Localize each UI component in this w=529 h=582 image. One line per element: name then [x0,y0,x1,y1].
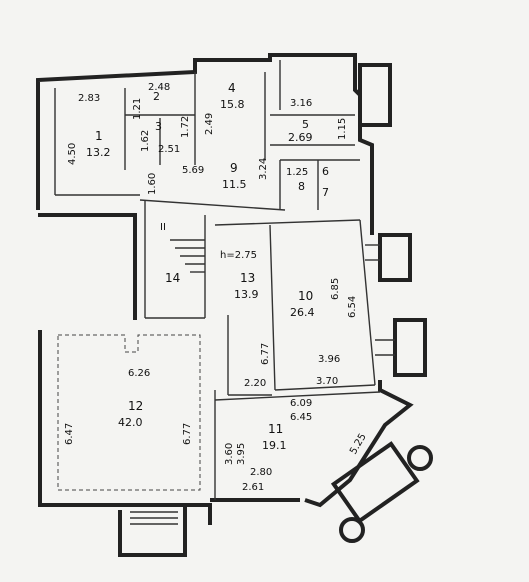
room-number-4: 4 [228,81,236,95]
room-area-12: 42.0 [118,416,143,429]
dim-2-83: 2.83 [78,93,100,104]
dim-1-25: 1.25 [286,167,308,178]
dim-6-77-room12: 6.77 [182,423,193,445]
dimension-labels: 2.83 2.48 2.51 3.16 5.69 1.25 h=2.75 3.9… [78,82,340,493]
room-number-12: 12 [128,399,143,413]
dimension-labels-vertical: 1.21 4.50 1.62 1.72 2.49 1.15 3.24 1.60 … [64,98,369,465]
stairs [170,239,205,273]
dim-1-60: 1.60 [147,173,158,195]
dim-3-95: 3.95 [236,443,247,465]
dim-5-69: 5.69 [182,165,204,176]
room-area-13: 13.9 [234,288,259,301]
room-number-3: 3 [155,120,162,133]
room-number-11: 11 [268,422,283,436]
dim-3-96: 3.96 [318,354,340,365]
dim-2-49: 2.49 [204,113,215,135]
dim-h-2-75: h=2.75 [220,250,257,261]
room-number-7: 7 [322,186,329,199]
dim-1-15: 1.15 [337,118,348,140]
dim-3-24: 3.24 [258,158,269,180]
room-12-outline [57,334,201,491]
dim-6-45: 6.45 [290,412,312,423]
outer-walls [36,53,414,557]
porches [330,63,433,543]
room-number-14: 14 [165,271,180,285]
dim-1-62: 1.62 [140,130,151,152]
dim-6-09: 6.09 [290,398,312,409]
room-area-9: 11.5 [222,178,247,191]
entrance-steps [130,511,178,525]
room-area-5: 2.69 [288,131,313,144]
room-number-2: 2 [153,90,160,103]
dim-6-54: 6.54 [347,296,358,318]
room-number-5: 5 [302,118,309,131]
dim-2-51: 2.51 [158,144,180,155]
dim-6-77-room13: 6.77 [260,343,271,365]
dim-3-60: 3.60 [224,443,235,465]
room-number-8: 8 [298,180,305,193]
room-area-10: 26.4 [290,306,315,319]
room-number-13: 13 [240,271,255,285]
room-number-6: 6 [322,165,329,178]
dim-2-48: 2.48 [148,82,170,93]
room-area-11: 19.1 [262,439,287,452]
dim-1-21: 1.21 [132,98,143,120]
dim-2-80: 2.80 [250,467,272,478]
room-area-4: 15.8 [220,98,245,111]
dim-6-85: 6.85 [330,278,341,300]
room-number-10: 10 [298,289,313,303]
dim-6-26: 6.26 [128,368,150,379]
dim-6-47: 6.47 [64,423,75,445]
dim-3-70: 3.70 [316,376,338,387]
dim-1-72: 1.72 [180,116,191,138]
room-area-1: 13.2 [86,146,111,159]
room-number-1: 1 [95,129,103,143]
dim-3-16: 3.16 [290,98,312,109]
interior-walls [54,60,381,500]
dim-2-61: 2.61 [242,482,264,493]
dim-2-20: 2.20 [244,378,266,389]
dim-4-50: 4.50 [67,143,78,165]
stair-mark: II [160,222,166,233]
room-number-9: 9 [230,161,238,175]
room-labels: 1 13.2 2 3 4 15.8 5 2.69 6 7 8 9 11.5 10… [86,81,329,452]
